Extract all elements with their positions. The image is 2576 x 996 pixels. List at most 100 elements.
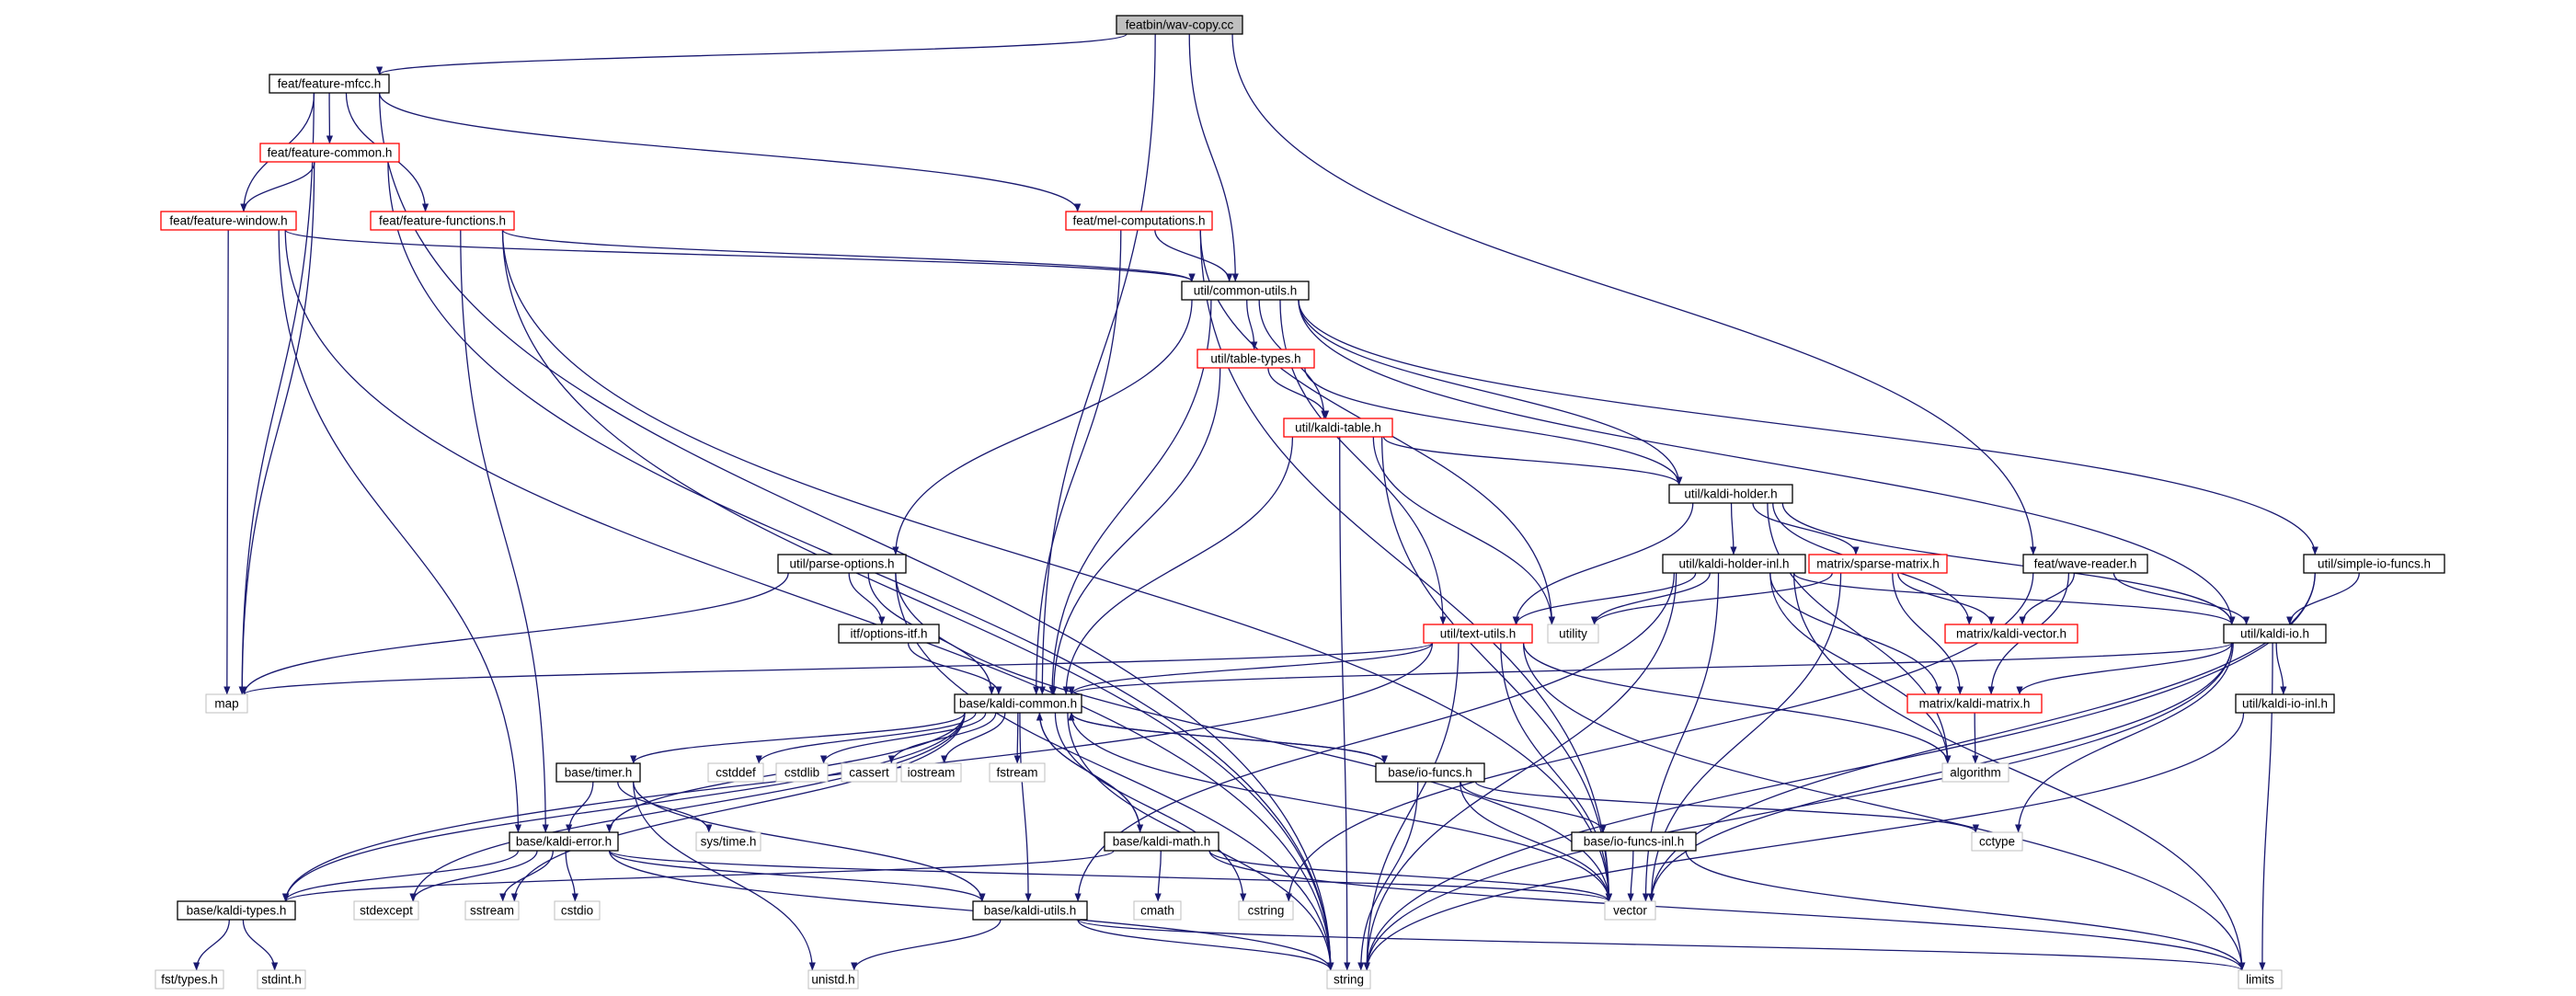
node-cmath: cmath (1133, 900, 1182, 921)
edge-textutils-to-limits (1522, 642, 2246, 971)
edge-kaldiholderinl-to-kaldiio (1792, 572, 2236, 625)
node-fwindow[interactable]: feat/feature-window.h (160, 211, 297, 231)
edge-simpleio-to-vector (1648, 572, 2316, 902)
edge-fwindow-to-kaldierror (278, 229, 522, 833)
node-mfcc[interactable]: feat/feature-mfcc.h (269, 74, 390, 94)
node-cstdio: cstdio (554, 900, 601, 921)
node-kaldimath[interactable]: base/kaldi-math.h (1104, 831, 1219, 852)
edge-sparsematrix-to-vector (1648, 572, 1842, 902)
edge-kaldicommon-to-kaldityps (282, 712, 966, 902)
node-box-ffunctions (370, 211, 515, 231)
edge-kaldimath-to-cmath (1154, 850, 1162, 902)
edge-kaldimath-to-limits (1208, 850, 2246, 971)
node-cassert: cassert (841, 762, 898, 783)
node-box-sparsematrix (1808, 554, 1948, 574)
edge-kaldiholderinl-to-string (1363, 572, 1677, 971)
edge-parseoptions-to-vector (895, 572, 1612, 902)
node-fcommon[interactable]: feat/feature-common.h (259, 143, 400, 163)
node-box-utility (1547, 624, 1599, 644)
node-kaldiholder[interactable]: util/kaldi-holder.h (1668, 484, 1793, 504)
edge-kaldicommon-to-cstring (1054, 712, 1247, 902)
node-box-string (1326, 969, 1371, 990)
node-box-tabletypes (1196, 349, 1315, 369)
node-label-cstdlib: cstdlib (784, 766, 819, 780)
node-box-fstream (989, 762, 1046, 783)
node-cctype: cctype (1971, 831, 2023, 852)
node-kaldityps[interactable]: base/kaldi-types.h (177, 900, 296, 921)
node-utility: utility (1547, 624, 1599, 644)
edge-kaldiholderinl-to-algorithm (1769, 572, 1952, 764)
node-sparsematrix[interactable]: matrix/sparse-matrix.h (1808, 554, 1948, 574)
node-label-kaldiioinl: util/kaldi-io-inl.h (2242, 697, 2328, 711)
node-wavereader[interactable]: feat/wave-reader.h (2022, 554, 2148, 574)
edge-iofuncs-to-vector (1459, 781, 1612, 902)
edge-kaldiutils-to-string (1077, 919, 1334, 971)
node-box-optionsitf (838, 624, 940, 644)
edge-kaldiholder-to-sparsematrix (1752, 502, 1860, 555)
node-label-kaldiholderinl: util/kaldi-holder-inl.h (1678, 557, 1789, 571)
edge-ffunctions-to-string (501, 229, 1334, 971)
node-commonutils[interactable]: util/common-utils.h (1181, 280, 1310, 301)
edge-kaldierror-to-string (608, 850, 1334, 971)
node-iofuncsinl[interactable]: base/io-funcs-inl.h (1571, 831, 1697, 852)
edge-wavereader-to-kaldiio (2112, 572, 2250, 625)
edge-timer-to-kaldierror (566, 781, 594, 833)
edge-commonutils-to-kaldiholder (1298, 299, 1683, 486)
node-label-simpleio: util/simple-io-funcs.h (2318, 557, 2431, 571)
node-label-systime: sys/time.h (701, 835, 757, 849)
node-label-cstdio: cstdio (561, 904, 593, 918)
node-box-iostream (900, 762, 962, 783)
node-label-fcommon: feat/feature-common.h (268, 146, 393, 160)
edge-textutils-to-kaldicommon (1068, 642, 1434, 695)
node-simpleio[interactable]: util/simple-io-funcs.h (2303, 554, 2445, 574)
node-tabletypes[interactable]: util/table-types.h (1196, 349, 1315, 369)
node-box-map (205, 693, 248, 714)
node-kaldivector[interactable]: matrix/kaldi-vector.h (1944, 624, 2078, 644)
node-melcomp[interactable]: feat/mel-computations.h (1065, 211, 1213, 231)
edge-kaldicommon-to-cassert (887, 712, 997, 764)
edge-ffunctions-to-commonutils (501, 229, 1196, 282)
node-timer[interactable]: base/timer.h (555, 762, 641, 783)
edge-kalditable-to-vector (1380, 436, 1612, 902)
node-ffunctions[interactable]: feat/feature-functions.h (370, 211, 515, 231)
edge-parseoptions-to-string (895, 572, 1334, 971)
node-kaldiio[interactable]: util/kaldi-io.h (2223, 624, 2327, 644)
node-kaldierror[interactable]: base/kaldi-error.h (509, 831, 619, 852)
edge-commonutils-to-tabletypes (1246, 299, 1258, 350)
edge-tabletypes-to-kalditable (1267, 367, 1330, 419)
node-parseoptions[interactable]: util/parse-options.h (777, 554, 907, 574)
node-label-kaldityps: base/kaldi-types.h (187, 904, 287, 918)
edge-simpleio-to-string (1363, 572, 2316, 971)
node-kalditable[interactable]: util/kaldi-table.h (1283, 418, 1393, 438)
edge-melcomp-to-commonutils (1154, 229, 1233, 282)
node-kaldiioinl[interactable]: util/kaldi-io-inl.h (2235, 693, 2335, 714)
edge-kaldierror-to-stdexcept (409, 850, 538, 902)
edge-wavereader-to-kaldivector (2019, 572, 2076, 625)
edge-kaldicommon-to-cstddef (755, 712, 977, 764)
node-label-kaldiholder: util/kaldi-holder.h (1684, 487, 1777, 501)
node-kaldiholderinl[interactable]: util/kaldi-holder-inl.h (1662, 554, 1806, 574)
node-kaldicommon[interactable]: base/kaldi-common.h (954, 693, 1082, 714)
node-textutils[interactable]: util/text-utils.h (1423, 624, 1533, 644)
node-box-mfcc (269, 74, 390, 94)
node-kaldiutils[interactable]: base/kaldi-utils.h (972, 900, 1088, 921)
node-label-tabletypes: util/table-types.h (1210, 352, 1300, 366)
node-box-kaldiholder (1668, 484, 1793, 504)
node-iofuncs[interactable]: base/io-funcs.h (1375, 762, 1485, 783)
edge-parseoptions-to-optionsitf (848, 572, 886, 625)
node-box-stdint (257, 969, 306, 990)
node-root[interactable]: featbin/wav-copy.cc (1116, 15, 1243, 35)
node-label-root: featbin/wav-copy.cc (1126, 18, 1234, 32)
node-stdint: stdint.h (257, 969, 306, 990)
edge-kaldiio-to-vector (1648, 642, 2233, 902)
edge-sparsematrix-to-utility (1591, 572, 1833, 625)
node-box-kaldimatrix (1906, 693, 2043, 714)
node-box-cstring (1238, 900, 1294, 921)
node-algorithm: algorithm (1941, 762, 2009, 783)
node-kaldimatrix[interactable]: matrix/kaldi-matrix.h (1906, 693, 2043, 714)
node-unistd: unistd.h (807, 969, 859, 990)
edge-commonutils-to-parseoptions (892, 299, 1193, 555)
node-stdexcept: stdexcept (353, 900, 419, 921)
node-optionsitf[interactable]: itf/options-itf.h (838, 624, 940, 644)
node-label-kaldimatrix: matrix/kaldi-matrix.h (1919, 697, 2031, 711)
